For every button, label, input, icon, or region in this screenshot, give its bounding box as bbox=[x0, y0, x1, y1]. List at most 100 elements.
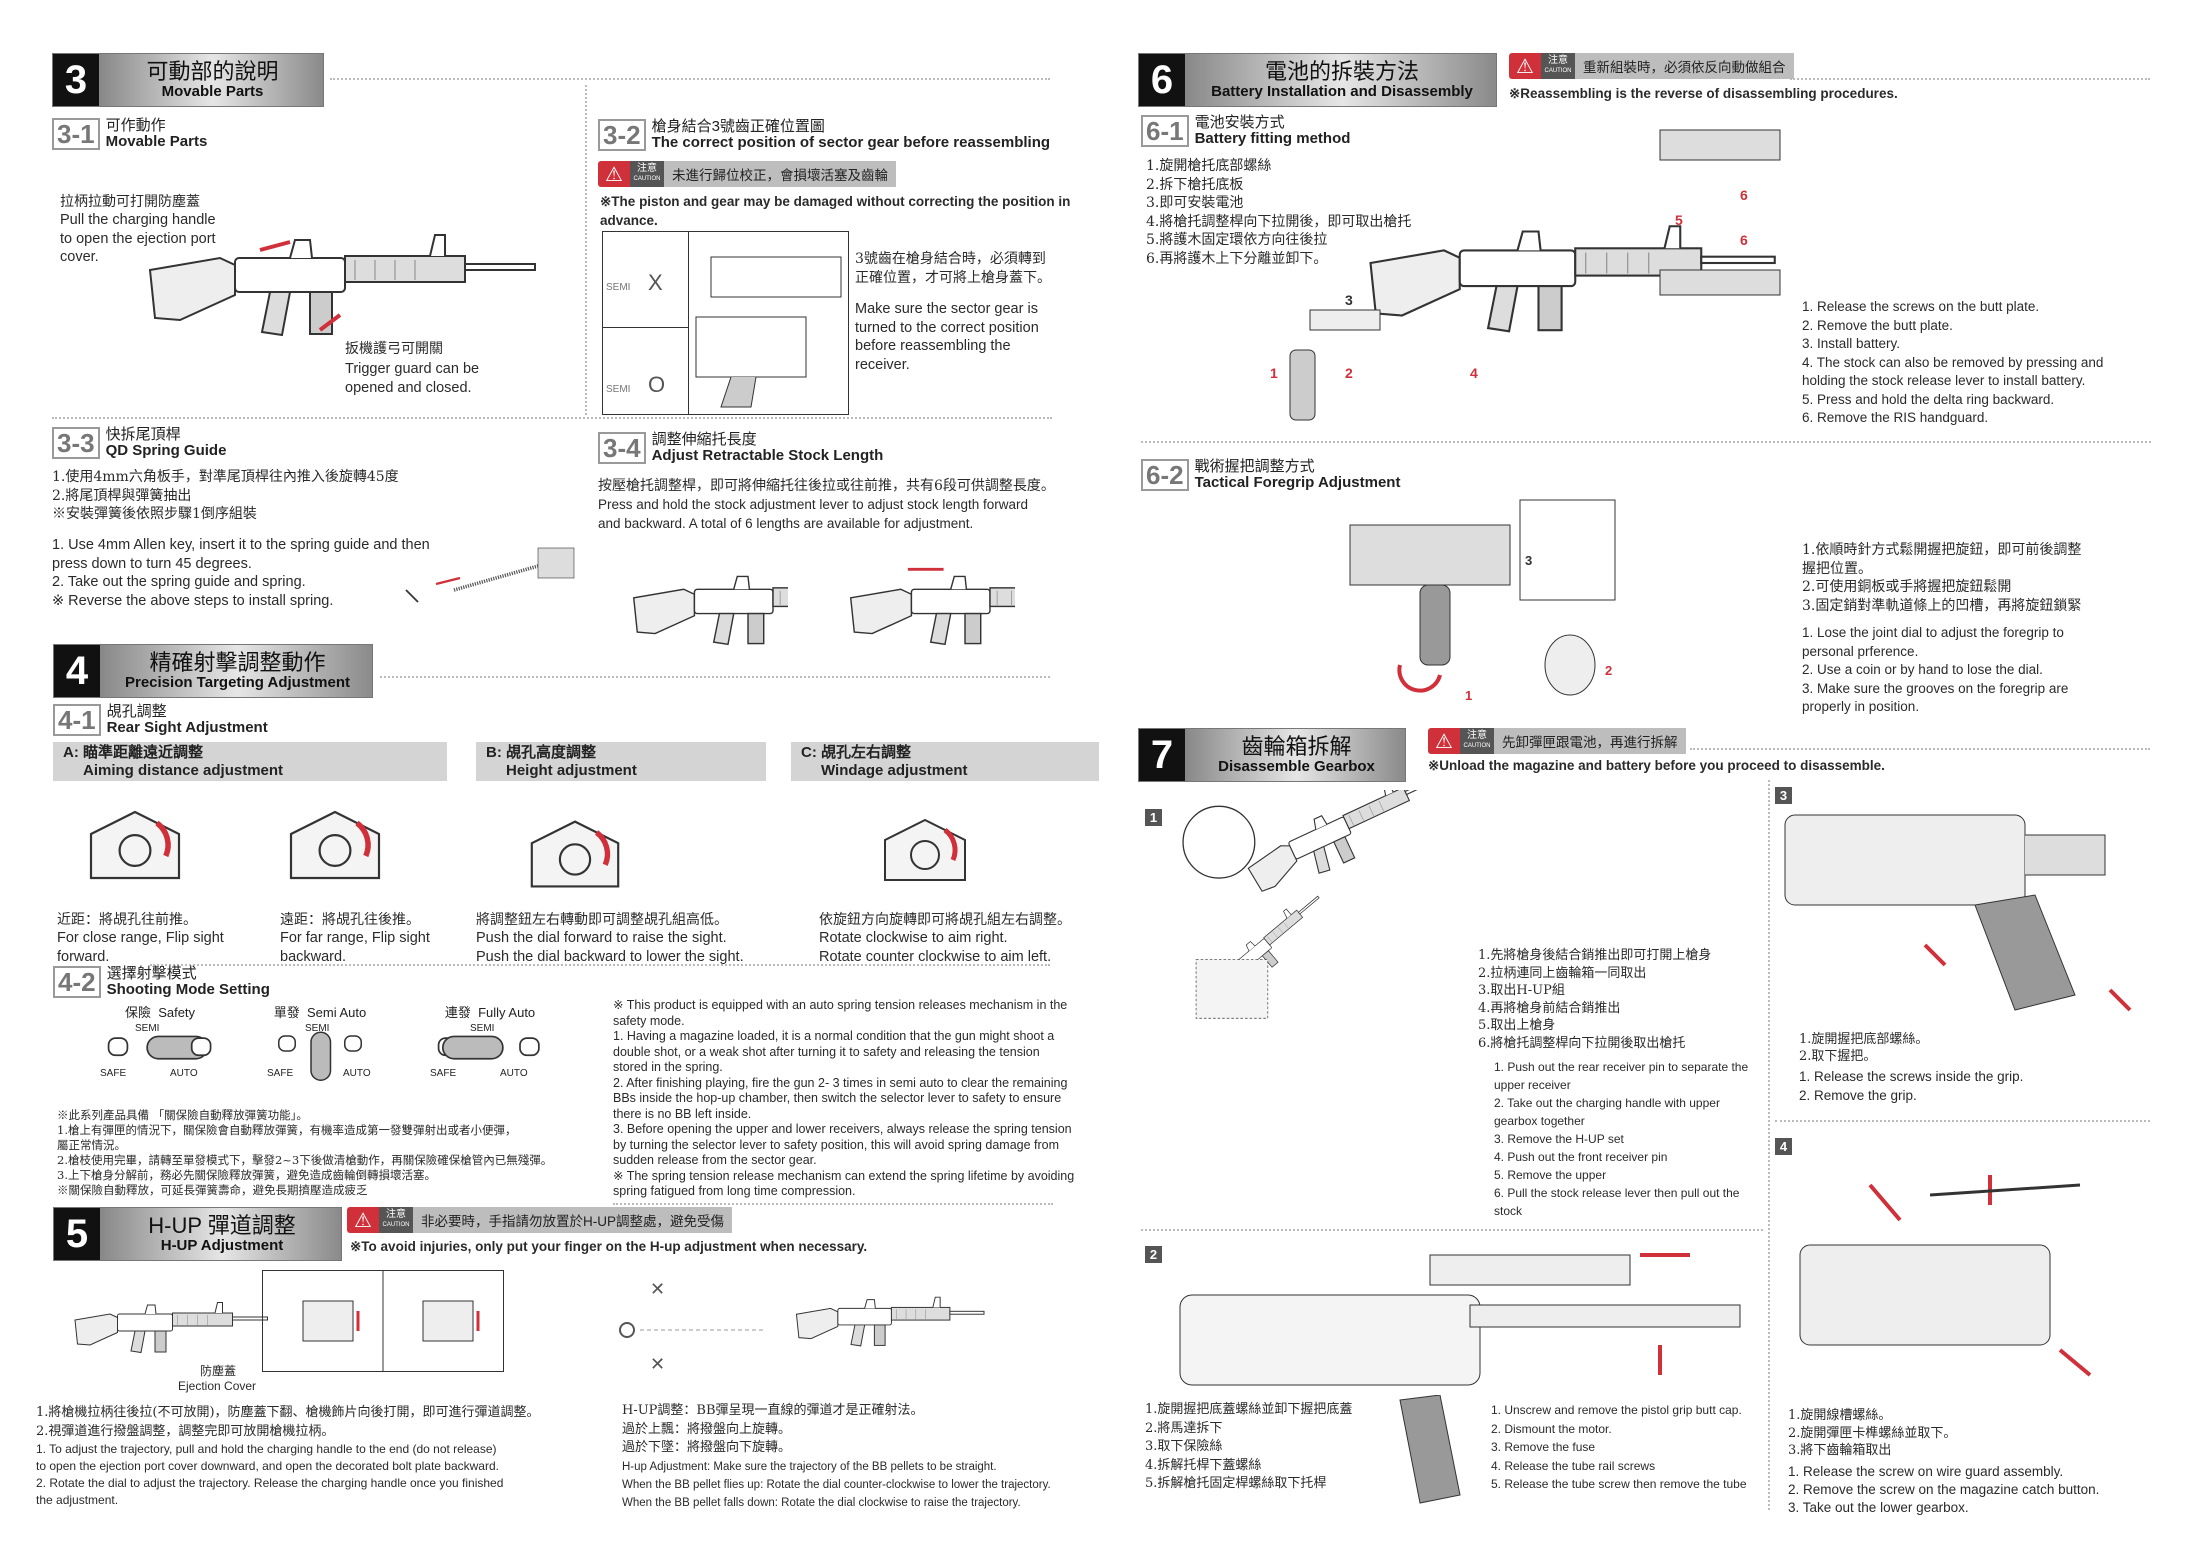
subsection-title-en: Adjust Retractable Stock Length bbox=[651, 447, 884, 464]
subsection-title-zh: 戰術握把調整方式 bbox=[1194, 458, 1315, 475]
pistol-grip-illustration bbox=[1395, 1394, 1465, 1505]
svg-text:✕: ✕ bbox=[650, 1354, 665, 1374]
callout: 6 bbox=[1740, 187, 1748, 203]
subsection-number: 4-2 bbox=[53, 966, 101, 998]
subsection-title-en: Shooting Mode Setting bbox=[106, 981, 270, 998]
step3-text-zh: 1.旋開握把底部螺絲。 2.取下握把。 bbox=[1799, 1032, 1929, 1064]
section-title-en: H-UP Adjustment bbox=[160, 1237, 284, 1254]
wrong-mark: X bbox=[648, 270, 663, 295]
hup-text-zh: 1.將槍機拉柄往後拉(不可放開)，防塵蓋下翻、槍機飾片向後打開，即可進行彈道調整… bbox=[36, 1405, 540, 1439]
gearbox-step2-illustration bbox=[1170, 1245, 1760, 1395]
callout: 1 bbox=[1465, 688, 1472, 703]
battery-text-en: 1. Release the screws on the butt plate.… bbox=[1802, 299, 2104, 425]
step1-text-en: 1. Push out the rear receiver pin to sep… bbox=[1494, 1060, 1749, 1218]
foregrip-illustration: 1 2 3 bbox=[1340, 495, 1620, 705]
section-number: 6 bbox=[1139, 54, 1188, 106]
caption-height-zh: 將調整鈕左右轉動即可調整覘孔組高低。 bbox=[476, 912, 728, 928]
divider bbox=[1690, 748, 2150, 750]
trajectory-illustration: ✕✕ bbox=[615, 1275, 1015, 1385]
section-title-en: Movable Parts bbox=[161, 83, 264, 100]
step4-text-en: 1. Release the screw on wire guard assem… bbox=[1788, 1464, 2100, 1515]
mode-semi-auto: 單發 Semi Auto SEMI SAFE AUTO bbox=[255, 1005, 385, 1085]
caution-note: ※To avoid injuries, only put your finger… bbox=[350, 1239, 868, 1254]
subsection-number: 3-2 bbox=[598, 119, 646, 151]
warning-triangle-icon: ⚠ bbox=[598, 161, 630, 187]
divider bbox=[150, 964, 1050, 966]
stock-length-text-zh: 按壓槍托調整桿，即可將伸縮托往後拉或往前推，共有6段可供調整長度。 bbox=[598, 478, 1055, 494]
qd-spring-text-en: 1. Use 4mm Allen key, insert it to the s… bbox=[52, 537, 430, 609]
divider bbox=[1768, 780, 1770, 1510]
selector-auto-icon bbox=[437, 1035, 540, 1060]
caption-close-en: For close range, Flip sight forward. bbox=[57, 930, 224, 965]
callout: 6 bbox=[1740, 232, 1748, 248]
callout: 5 bbox=[1675, 212, 1683, 228]
hup-detail-illustration bbox=[262, 1270, 504, 1372]
subsection-title-zh: 快拆尾頂桿 bbox=[105, 426, 181, 443]
subsection-title-en: Battery fitting method bbox=[1194, 130, 1351, 147]
trigger-guard-zh: 扳機護弓可開關 bbox=[345, 341, 443, 357]
step1-text-zh: 1.先將槍身後結合銷推出即可打開上槍身 2.拉柄連同上齒輪箱一同取出 3.取出H… bbox=[1478, 948, 1712, 1051]
caution-text: 先卸彈匣跟電池，再進行拆解 bbox=[1494, 728, 1686, 754]
subsection-title-en: The correct position of sector gear befo… bbox=[651, 134, 1051, 151]
sight-far-range-illustration bbox=[280, 790, 390, 900]
caution-note: ※The piston and gear may be damaged with… bbox=[600, 194, 1071, 228]
correct-mark: O bbox=[648, 372, 666, 397]
divider bbox=[330, 78, 1050, 80]
charging-handle-zh: 拉柄拉動可打開防塵蓋 bbox=[60, 194, 200, 210]
section-title-en: Battery Installation and Disassembly bbox=[1211, 83, 1473, 100]
step3-text-en: 1. Release the screws inside the grip. 2… bbox=[1799, 1069, 2024, 1103]
callout: 3 bbox=[1345, 292, 1353, 308]
hup-rifle-illustration bbox=[70, 1270, 270, 1380]
selector-semi-icon bbox=[278, 1031, 362, 1081]
callout: 3 bbox=[1525, 553, 1532, 568]
caution-text: 重新組裝時，必須依反向動做組合 bbox=[1575, 53, 1794, 79]
subsection-number: 6-1 bbox=[1141, 115, 1189, 147]
caution-note: ※Reassembling is the reverse of disassem… bbox=[1509, 86, 1898, 101]
subsection-number: 6-2 bbox=[1141, 459, 1189, 491]
callout: 2 bbox=[1605, 663, 1612, 678]
section-number: 5 bbox=[54, 1208, 103, 1260]
divider bbox=[585, 85, 587, 415]
section-title-zh: 可動部的說明 bbox=[146, 59, 279, 84]
section-title-zh: 精確射擊調整動作 bbox=[149, 650, 326, 675]
safety-notes-zh: ※此系列產品具備 「關保險自動釋放彈簧功能」。 1.槍上有彈匣的情況下，關保險會… bbox=[57, 1108, 553, 1197]
subsection-title-en: Tactical Foregrip Adjustment bbox=[1194, 474, 1401, 491]
warning-triangle-icon: ⚠ bbox=[1428, 728, 1460, 754]
stock-retracted-illustration bbox=[608, 555, 910, 655]
divider bbox=[1141, 1229, 1763, 1231]
stock-length-text-en: Press and hold the stock adjustment leve… bbox=[598, 497, 1028, 531]
divider bbox=[1790, 78, 2150, 80]
subsection-title-zh: 選擇射擊模式 bbox=[106, 965, 197, 982]
subsection-title-zh: 覘孔調整 bbox=[106, 703, 167, 720]
callout: 2 bbox=[1345, 365, 1353, 381]
divider bbox=[1775, 1120, 2150, 1122]
caption-far-zh: 遠距：將覘孔往後推。 bbox=[280, 912, 420, 928]
subsection-title-en: QD Spring Guide bbox=[105, 442, 227, 459]
trajectory-text-en: H-up Adjustment: Make sure the trajector… bbox=[622, 1461, 1051, 1509]
section-number: 4 bbox=[54, 645, 103, 697]
trigger-guard-en: Trigger guard can be opened and closed. bbox=[345, 361, 480, 396]
gearbox-step3-illustration bbox=[1775, 795, 2145, 1025]
charging-handle-en: Pull the charging handle to open the eje… bbox=[60, 212, 216, 265]
step2-text-zh: 1.旋開握把底蓋螺絲並卸下握把底蓋 2.將馬達拆下 3.取下保險絲 4.拆解托桿… bbox=[1145, 1402, 1353, 1491]
subsection-number: 3-4 bbox=[598, 432, 646, 464]
caption-height-en: Push the dial forward to raise the sight… bbox=[476, 930, 744, 965]
sight-height-illustration bbox=[520, 800, 630, 908]
step2-text-en: 1. Unscrew and remove the pistol grip bu… bbox=[1491, 1403, 1747, 1491]
subsection-title-en: Rear Sight Adjustment bbox=[106, 719, 268, 736]
section-title-en: Precision Targeting Adjustment bbox=[124, 674, 351, 691]
divider bbox=[380, 676, 1050, 678]
